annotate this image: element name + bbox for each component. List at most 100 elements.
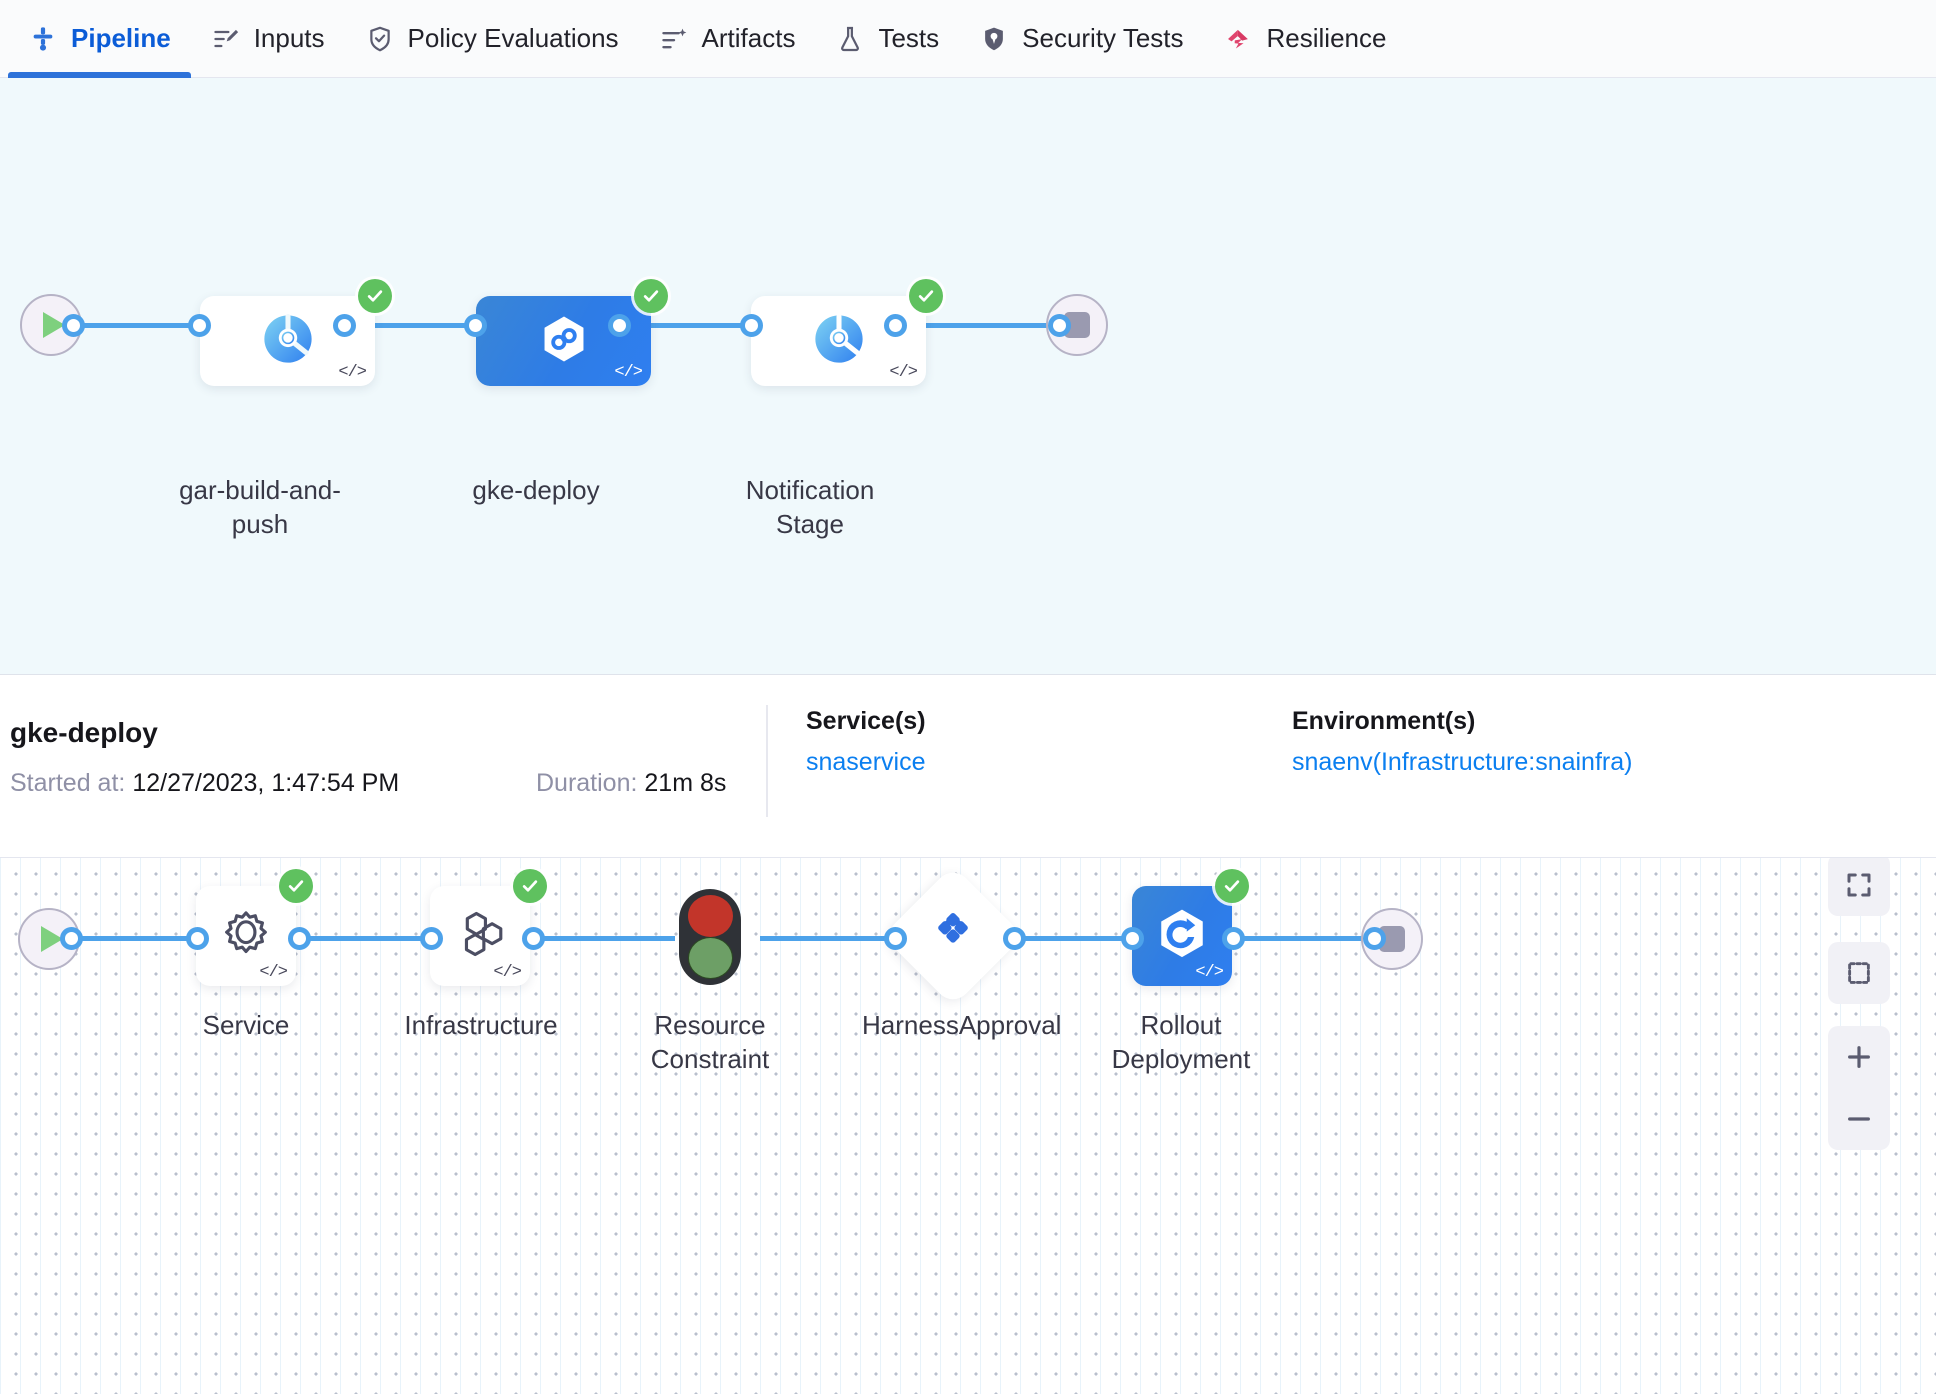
zoom-in-button[interactable] bbox=[1828, 1026, 1890, 1088]
rollout-deployment-icon bbox=[1152, 904, 1212, 969]
step-node-rollout-deployment[interactable]: </> bbox=[1132, 869, 1249, 986]
graph-port[interactable] bbox=[186, 927, 209, 950]
stage-node-gar-build-and-push[interactable]: </> bbox=[200, 279, 392, 386]
select-area-button[interactable] bbox=[1828, 942, 1890, 1004]
graph-edge bbox=[290, 936, 440, 941]
graph-port[interactable] bbox=[1121, 927, 1144, 950]
graph-edge bbox=[760, 936, 888, 941]
step-code-badge[interactable]: </> bbox=[493, 963, 522, 982]
pipeline-stage-graph-canvas[interactable]: </> gar-build-and-push </> gke-deploy bbox=[0, 78, 1936, 675]
step-node-label: Service bbox=[202, 1010, 290, 1040]
stage-details-bar: gke-deploy Started at: 12/27/2023, 1:47:… bbox=[0, 675, 1936, 858]
graph-edge bbox=[600, 323, 760, 328]
stage-code-badge[interactable]: </> bbox=[889, 363, 918, 382]
step-node-label: HarnessApproval bbox=[862, 1010, 1062, 1040]
status-badge-success bbox=[513, 869, 547, 903]
graph-port[interactable] bbox=[464, 314, 487, 337]
graph-edge bbox=[58, 323, 258, 328]
started-at-value: 12/27/2023, 1:47:54 PM bbox=[132, 769, 400, 797]
stage-duration: Duration: 21m 8s bbox=[536, 769, 726, 798]
service-link[interactable]: snaservice bbox=[806, 748, 926, 776]
tab-label: Tests bbox=[878, 23, 940, 53]
stage-details-title: gke-deploy bbox=[10, 717, 158, 748]
tab-label: Artifacts bbox=[701, 23, 796, 53]
graph-edge bbox=[330, 323, 490, 328]
harness-ci-icon bbox=[261, 312, 315, 371]
graph-edge bbox=[1222, 936, 1372, 941]
tab-artifacts[interactable]: Artifacts bbox=[639, 0, 816, 78]
step-code-badge[interactable]: </> bbox=[259, 963, 288, 982]
infrastructure-suffix: ) bbox=[1624, 748, 1633, 776]
zoom-controls[interactable] bbox=[1828, 1026, 1890, 1150]
graph-edge bbox=[525, 936, 675, 941]
pipeline-execution-tabbar: Pipeline Inputs Policy Evaluations Artif… bbox=[0, 0, 1936, 78]
graph-port[interactable] bbox=[522, 927, 545, 950]
fit-to-screen-button[interactable] bbox=[1828, 858, 1890, 916]
step-node-resource-constraint[interactable] bbox=[679, 889, 741, 985]
graph-port[interactable] bbox=[884, 927, 907, 950]
step-node-infrastructure[interactable]: </> bbox=[430, 869, 547, 986]
graph-port[interactable] bbox=[62, 314, 85, 337]
status-badge-success bbox=[279, 869, 313, 903]
tab-label: Inputs bbox=[253, 23, 325, 53]
step-node-label: Rollout Deployment bbox=[1111, 1010, 1251, 1075]
details-divider-1 bbox=[766, 705, 768, 817]
services-block: Service(s) snaservice bbox=[806, 707, 926, 777]
graph-port[interactable] bbox=[188, 314, 211, 337]
services-label: Service(s) bbox=[806, 707, 926, 735]
tab-resilience[interactable]: Resilience bbox=[1204, 0, 1407, 78]
graph-port[interactable] bbox=[1222, 927, 1245, 950]
hexagons-icon bbox=[451, 905, 509, 968]
artifacts-icon bbox=[659, 24, 689, 54]
graph-port[interactable] bbox=[1003, 927, 1026, 950]
graph-port[interactable] bbox=[420, 927, 443, 950]
infrastructure-prefix: (Infrastructure: bbox=[1372, 748, 1536, 776]
step-node-service[interactable]: </> bbox=[196, 869, 313, 986]
flask-icon bbox=[835, 24, 865, 54]
graph-port[interactable] bbox=[333, 314, 356, 337]
gear-icon bbox=[217, 905, 275, 968]
graph-edge bbox=[880, 323, 1050, 328]
graph-edge bbox=[1005, 936, 1135, 941]
graph-port[interactable] bbox=[60, 927, 83, 950]
step-code-badge[interactable]: </> bbox=[1195, 963, 1224, 982]
graph-port[interactable] bbox=[740, 314, 763, 337]
duration-label: Duration: bbox=[536, 769, 638, 797]
duration-value: 21m 8s bbox=[644, 769, 727, 797]
stage-code-badge[interactable]: </> bbox=[338, 363, 367, 382]
harness-approval-icon bbox=[917, 905, 989, 967]
stage-node-label: Notification Stage bbox=[745, 475, 875, 540]
inputs-icon bbox=[211, 24, 241, 54]
stage-node-notification-stage[interactable]: </> bbox=[751, 279, 943, 386]
harness-cd-icon bbox=[537, 312, 591, 371]
stage-node-gke-deploy[interactable]: </> bbox=[476, 279, 668, 386]
tab-label: Policy Evaluations bbox=[407, 23, 619, 53]
tab-label: Security Tests bbox=[1022, 23, 1184, 53]
tab-tests[interactable]: Tests bbox=[815, 0, 959, 78]
graph-port[interactable] bbox=[608, 314, 631, 337]
started-at-label: Started at: bbox=[10, 769, 126, 797]
stage-execution-graph-canvas[interactable]: </> Service </> Infrastructure Resource … bbox=[0, 858, 1936, 1394]
stage-code-badge[interactable]: </> bbox=[614, 363, 643, 382]
stage-node-label: gar-build-and-push bbox=[179, 475, 341, 540]
environments-label: Environment(s) bbox=[1292, 707, 1476, 735]
tab-security-tests[interactable]: Security Tests bbox=[959, 0, 1203, 78]
graph-port[interactable] bbox=[884, 314, 907, 337]
graph-port[interactable] bbox=[1363, 927, 1386, 950]
graph-port[interactable] bbox=[1048, 314, 1071, 337]
environment-link[interactable]: snaenv bbox=[1292, 748, 1373, 776]
traffic-light-green bbox=[687, 936, 733, 979]
tab-inputs[interactable]: Inputs bbox=[191, 0, 345, 78]
environments-block: Environment(s) snaenv(Infrastructure:sna… bbox=[1292, 707, 1632, 777]
stage-node-label: gke-deploy bbox=[472, 475, 600, 505]
traffic-light-red bbox=[687, 895, 733, 937]
graph-port[interactable] bbox=[288, 927, 311, 950]
tab-pipeline[interactable]: Pipeline bbox=[8, 0, 191, 78]
step-node-label: Infrastructure bbox=[404, 1010, 558, 1040]
stage-started-at: Started at: 12/27/2023, 1:47:54 PM bbox=[10, 769, 399, 798]
zoom-out-button[interactable] bbox=[1828, 1088, 1890, 1150]
tab-label: Pipeline bbox=[71, 23, 171, 53]
tab-policy-evaluations[interactable]: Policy Evaluations bbox=[345, 0, 639, 78]
step-node-label: Resource Constraint bbox=[650, 1010, 770, 1075]
infrastructure-link[interactable]: snainfra bbox=[1535, 748, 1625, 776]
